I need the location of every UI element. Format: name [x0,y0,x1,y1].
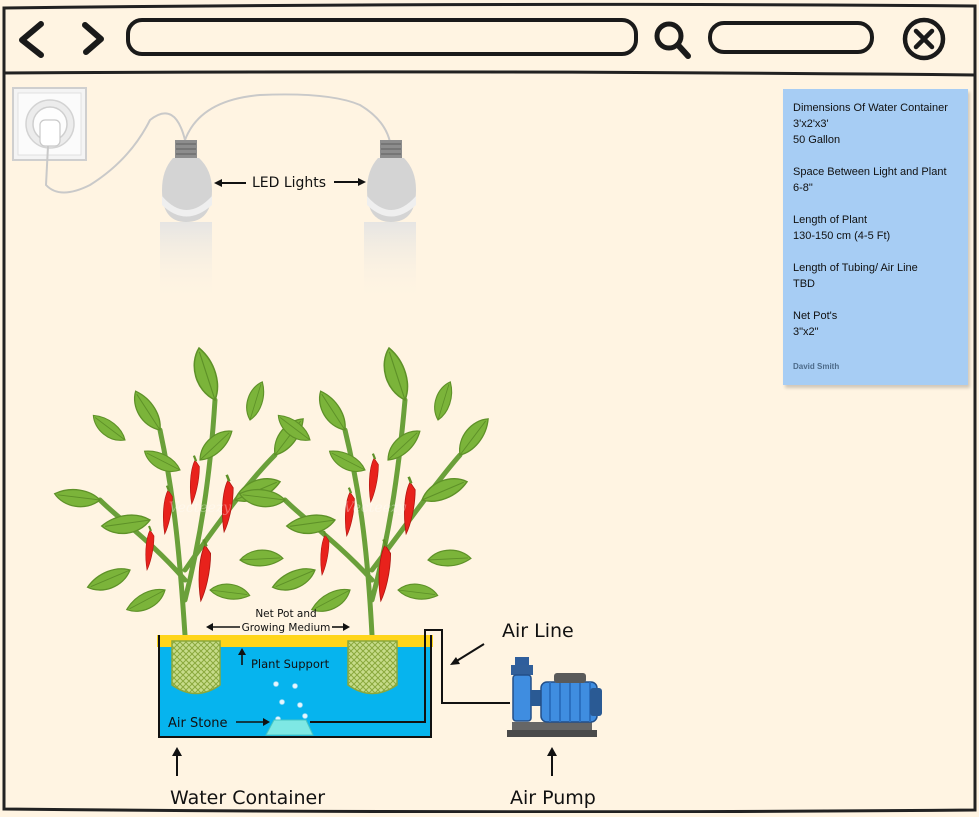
air-pump-arrow [547,747,557,776]
led-lights-label: LED Lights [252,175,326,191]
plant-support-arrow [238,648,246,665]
note-value: 3'x2'x3' [793,118,829,130]
air-bubbles [273,681,308,722]
water-container-label: Water Container [170,787,325,809]
sticky-note: Dimensions Of Water Container 3'x2'x3' 50 … [783,89,968,385]
chili-plant-right [237,345,498,638]
close-icon[interactable] [902,17,946,61]
note-value: TBD [793,278,815,290]
search-icon[interactable] [654,21,691,59]
address-bar[interactable] [126,18,638,56]
watermark: Vecteezy [169,500,233,516]
search-field[interactable] [708,21,874,54]
note-heading: Length of Plant [793,214,868,226]
air-pump-label: Air Pump [510,787,596,809]
air-pump-icon [507,657,602,737]
note-content: Dimensions Of Water Container 3'x2'x3' 50 … [793,100,958,340]
led-lights-arrows [214,178,366,187]
net-pot-label-line2: Growing Medium [242,622,331,634]
note-group: Dimensions Of Water Container 3'x2'x3' 50 … [793,100,958,148]
note-value: 50 Gallon [793,134,841,146]
watermark-right: Vecteezy [344,500,408,516]
note-heading: Dimensions Of Water Container [793,102,948,114]
note-group: Length of Plant 130-150 cm (4-5 Ft) [793,212,958,244]
note-value: 6-8" [793,182,813,194]
note-group: Net Pot's 3"x2" [793,308,958,340]
note-value: 130-150 cm (4-5 Ft) [793,230,891,242]
note-heading: Net Pot's [793,310,838,322]
net-pot-right [347,640,398,695]
air-line-label: Air Line [502,620,574,642]
net-pot-left [171,640,221,695]
air-stone-arrow [236,718,270,726]
air-stone-label: Air Stone [168,716,228,731]
power-cable [44,93,391,194]
note-heading: Length of Tubing/ Air Line [793,262,918,274]
back-icon[interactable] [19,21,44,58]
water-container-arrow [172,747,182,776]
forward-icon[interactable] [82,22,104,55]
net-pot-label-line1: Net Pot and [255,608,316,620]
led-bulb-right [364,140,416,302]
chili-plant-left [52,345,313,638]
note-author: David Smith [793,362,840,371]
air-line-arrow [450,643,485,665]
air-stone [265,719,314,736]
air-line-tube [310,629,510,723]
note-value: 3"x2" [793,326,819,338]
note-heading: Space Between Light and Plant [793,166,947,178]
led-bulb-left [160,140,212,302]
note-group: Space Between Light and Plant 6-8" [793,164,958,196]
net-pot-arrows [206,623,350,631]
plant-support-label: Plant Support [251,657,330,671]
wall-socket-icon [12,87,87,161]
